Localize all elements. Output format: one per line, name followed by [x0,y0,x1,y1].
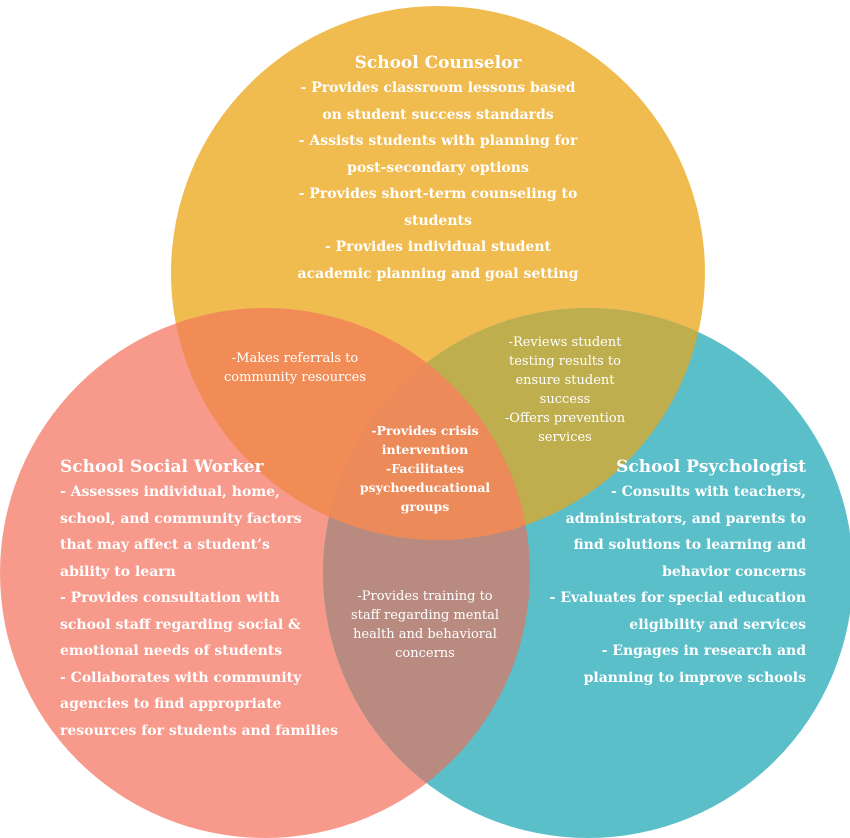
psychologist-line: - Consults with teachers, [610,484,806,500]
worker-psychologist-overlap-text: -Provides training to staff regarding me… [335,587,515,663]
social-worker-textblock: School Social Worker - Assesses individu… [60,456,360,744]
overlap-line: -Reviews student [508,335,622,350]
counselor-line: students [404,212,472,229]
social-worker-line: agencies to find appropriate [60,696,282,712]
social-worker-line: school staff regarding social & [60,616,301,633]
counselor-title: School Counselor [354,53,522,73]
psychologist-textblock: School Psychologist - Consults with teac… [486,456,806,691]
counselor-textblock: School Counselor - Provides classroom le… [240,52,636,287]
psychologist-line: behavior concerns [662,563,806,580]
overlap-line: ensure student [515,373,615,388]
counselor-psychologist-overlap-text: -Reviews student testing results to ensu… [490,333,640,447]
overlap-line: success [539,392,591,407]
center-overlap-text: -Provides crisis intervention -Facilitat… [345,421,505,516]
social-worker-title: School Social Worker [60,457,264,477]
overlap-line: testing results to [509,354,621,369]
overlap-line: psychoeducational [359,480,491,495]
psychologist-line: - Engages in research and [601,643,806,659]
counselor-worker-overlap-text: -Makes referrals to community resources [200,349,390,387]
counselor-line: on student success standards [322,106,554,123]
overlap-line: -Makes referrals to [231,351,359,366]
overlap-line: community resources [223,370,366,385]
counselor-line: - Provides classroom lessons based [300,80,576,96]
social-worker-line: school, and community factors [60,510,302,527]
social-worker-line: ability to learn [60,563,176,580]
psychologist-line: planning to improve schools [583,669,806,686]
overlap-line: -Offers prevention [504,411,626,426]
social-worker-line: that may affect a student’s [60,537,270,553]
counselor-line: academic planning and goal setting [297,265,579,282]
psychologist-line: eligibility and services [629,616,806,633]
counselor-line: - Assists students with planning for [298,133,578,149]
social-worker-line: - Collaborates with community [60,669,302,686]
overlap-line: -Provides training to [357,589,493,604]
overlap-line: concerns [395,646,455,661]
overlap-line: intervention [381,442,469,457]
counselor-line: - Provides individual student [325,239,551,255]
psychologist-line: - Evaluates for special education [549,590,806,606]
counselor-line: - Provides short-term counseling to [298,186,578,202]
overlap-line: staff regarding mental [350,608,500,623]
social-worker-line: emotional needs of students [60,643,283,659]
social-worker-line: resources for students and families [60,722,339,739]
overlap-line: -Facilitates [386,461,464,476]
social-worker-line: - Assesses individual, home, [60,484,280,500]
psychologist-line: administrators, and parents to [565,510,806,527]
counselor-line: post-secondary options [347,159,529,176]
center-overlap [323,308,530,540]
social-worker-line: - Provides consultation with [60,590,280,606]
psychologist-title: School Psychologist [616,457,806,477]
psychologist-line: find solutions to learning and [573,537,806,553]
overlap-line: health and behavioral [353,627,497,642]
overlap-line: groups [400,499,450,514]
overlap-line: services [538,430,592,445]
overlap-line: -Provides crisis [371,423,479,438]
